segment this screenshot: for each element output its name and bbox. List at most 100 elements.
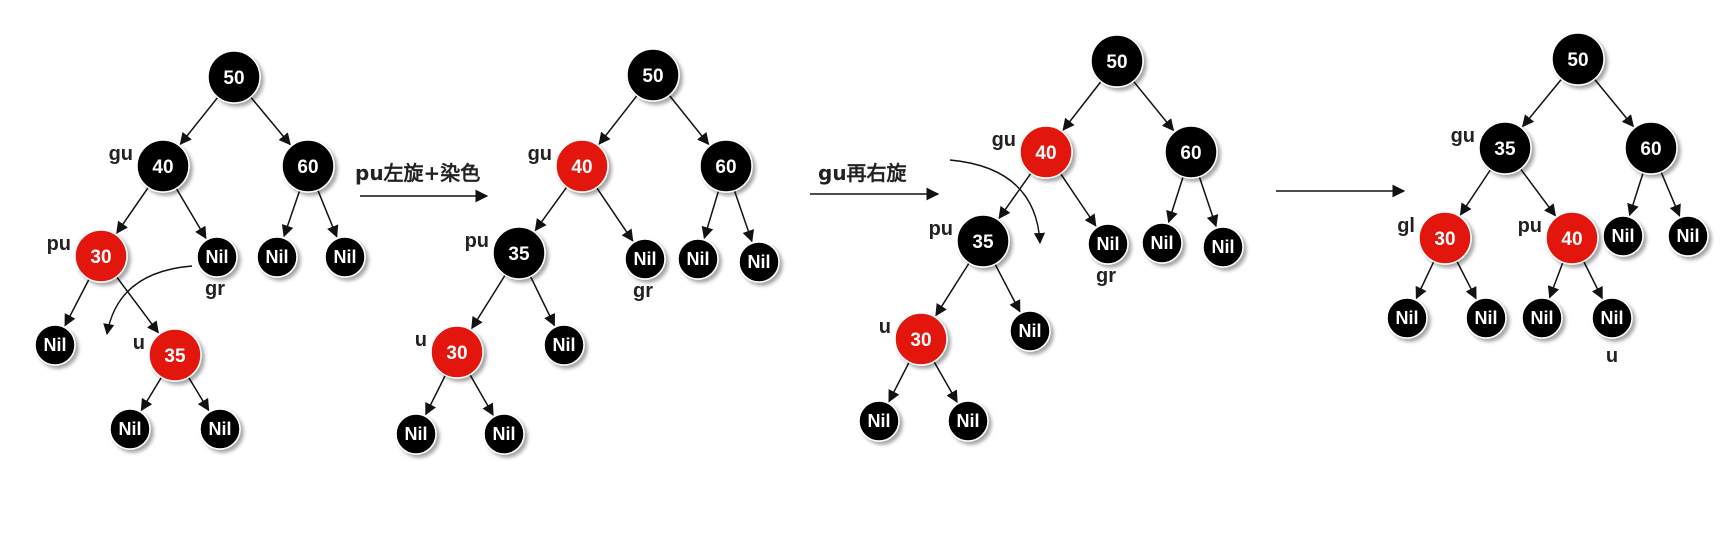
nil-node: Nil (199, 408, 241, 450)
node-value: 50 (1106, 52, 1127, 73)
tree-edge (469, 374, 494, 416)
nil-node: Nil (34, 324, 76, 366)
node-tag-pu: pu (465, 230, 489, 252)
node-value: Nil (1150, 233, 1173, 253)
node-circle (324, 236, 366, 278)
node-circle (626, 48, 680, 102)
node-value: 35 (508, 244, 530, 265)
node-circle (956, 214, 1010, 268)
tree-edge (116, 186, 149, 234)
tree-edge (733, 190, 755, 243)
nil-node: Nil (947, 400, 989, 442)
node-circle (1164, 125, 1218, 179)
tree-edge (888, 361, 910, 403)
node-value: Nil (265, 247, 288, 267)
node-circle (199, 408, 241, 450)
node-tag-u: u (1606, 345, 1618, 367)
node-value: 60 (715, 157, 736, 178)
node-value: 35 (972, 232, 994, 253)
tree-node-35: 35 pu (929, 214, 1010, 268)
node-value: Nil (1611, 226, 1634, 246)
node-value: 60 (1180, 143, 1201, 164)
node-tag-u: u (415, 329, 427, 351)
node-circle (1009, 310, 1051, 352)
node-value: 35 (1494, 139, 1516, 160)
tree-node-60: 60 (281, 139, 335, 193)
node-circle (1551, 32, 1605, 86)
node-value: 60 (297, 157, 318, 178)
node-tag-pu: pu (47, 233, 71, 255)
nil-node: Nil (1521, 297, 1563, 339)
node-value: 40 (1561, 229, 1582, 250)
node-value: Nil (1600, 308, 1623, 328)
node-circle (492, 226, 546, 280)
nil-node: Nil (395, 413, 437, 455)
node-value: Nil (1530, 308, 1553, 328)
tree-edge (935, 262, 970, 317)
node-circle (1465, 297, 1507, 339)
node-circle (1202, 226, 1244, 268)
node-value: Nil (552, 335, 575, 355)
node-circle (699, 139, 753, 193)
node-circle (543, 324, 585, 366)
tree-node-35: 35 pu (465, 226, 546, 280)
nil-node: Nil (109, 408, 151, 450)
nil-node: Nil (1386, 297, 1428, 339)
tree-node-60: 60 (699, 139, 753, 193)
node-tag-u: u (879, 316, 891, 338)
node-circle (677, 238, 719, 280)
tree-edge (1582, 260, 1603, 300)
tree-node-50: 50 (1090, 34, 1144, 88)
node-circle (281, 139, 335, 193)
nil-node: Nil (1602, 215, 1644, 257)
tree-node-30: 30 u (415, 325, 484, 379)
node-circle (34, 324, 76, 366)
nil-node: Nil (1009, 310, 1051, 352)
node-tag-pu: pu (929, 218, 953, 240)
node-value: Nil (1096, 234, 1119, 254)
tree-node-60: 60 (1624, 121, 1678, 175)
tree-edge (1627, 172, 1644, 217)
tree-edge (1593, 78, 1635, 128)
node-circle (74, 229, 128, 283)
tree-edge (1456, 260, 1477, 300)
node-circle (858, 400, 900, 442)
operations-layer: pu左旋+染色 gu再右旋 (103, 159, 1406, 336)
node-circle (196, 236, 238, 278)
nil-node: Nil (1202, 226, 1244, 268)
operation-label-2: gu再右旋 (818, 161, 908, 185)
node-tag-gr: gr (633, 280, 653, 302)
node-circle (256, 236, 298, 278)
tree-edge (534, 186, 568, 232)
node-value: 30 (446, 343, 467, 364)
node-value: Nil (1211, 237, 1234, 257)
tree-edge (1166, 176, 1184, 224)
node-value: Nil (633, 249, 656, 269)
node-circle (947, 400, 989, 442)
tree-edge (187, 376, 210, 412)
node-circle (1624, 121, 1678, 175)
tree-edge (179, 96, 219, 146)
tree-edge (1132, 80, 1175, 132)
tree-node-30: 30u (879, 312, 948, 366)
node-value: Nil (208, 419, 231, 439)
node-circle (1478, 121, 1532, 175)
node-circle (136, 139, 190, 193)
node-circle (395, 413, 437, 455)
tree-edge (1459, 169, 1492, 216)
nil-node: Nil gr (624, 238, 666, 302)
node-value: Nil (333, 247, 356, 267)
node-value: 40 (152, 157, 173, 178)
node-tag-u: u (133, 332, 145, 354)
operation-label-1: pu左旋+染色 (355, 161, 480, 185)
node-value: Nil (1474, 308, 1497, 328)
nil-node: Nil (256, 236, 298, 278)
node-tag-gu: gu (109, 143, 133, 165)
node-circle (738, 241, 780, 283)
node-value: 60 (1640, 139, 1661, 160)
tree-node-35: 35u (133, 328, 202, 382)
node-circle (1602, 215, 1644, 257)
node-value: Nil (686, 249, 709, 269)
